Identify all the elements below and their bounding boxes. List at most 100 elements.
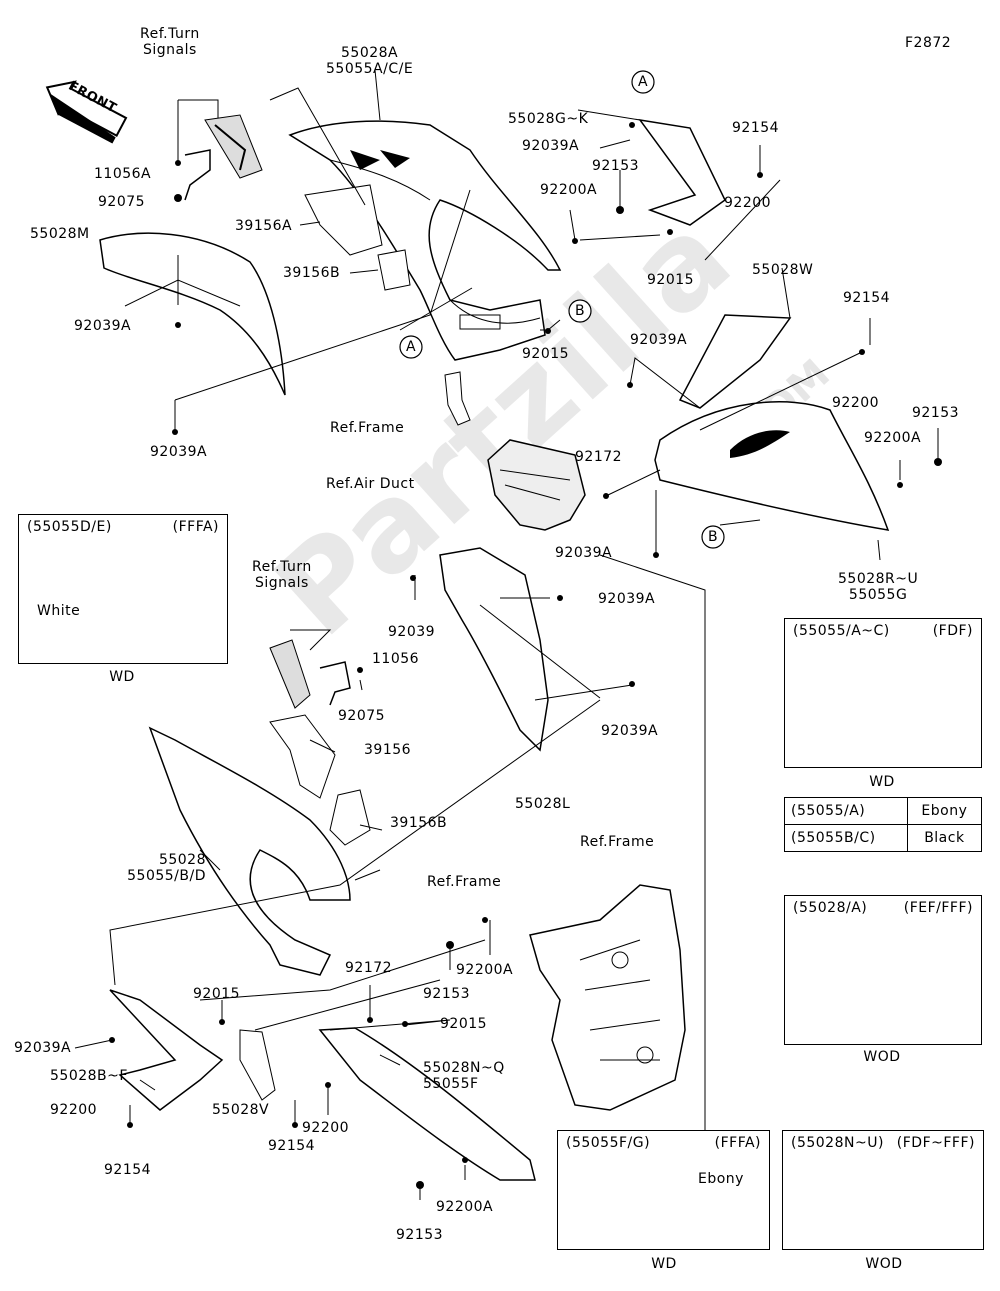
part-92039a: 92039A xyxy=(630,332,688,348)
color-table: (55055/A)Ebony (55055B/C)Black xyxy=(784,797,983,852)
inset-color-code: (FDF) xyxy=(932,623,973,639)
inner-cover-39156 xyxy=(269,714,336,799)
panel-55028bf xyxy=(109,989,224,1111)
inset-caption: WOD xyxy=(863,1049,901,1065)
part-92153: 92153 xyxy=(592,158,640,174)
part-92039a: 92039A xyxy=(522,138,580,154)
inner-cover-39156b xyxy=(377,249,411,291)
part-92154: 92154 xyxy=(104,1162,152,1178)
part-55028: 55028 55055/B/D xyxy=(127,852,206,884)
part-92172: 92172 xyxy=(575,449,623,465)
panel-55028w xyxy=(678,314,792,409)
inset-color-code: (FFFA) xyxy=(172,519,219,535)
inner-cover-39156a xyxy=(304,184,383,256)
part-55028l: 55028L xyxy=(515,796,571,812)
part-92015: 92015 xyxy=(647,272,695,288)
part-92200: 92200 xyxy=(50,1102,98,1118)
part-55028w: 55028W xyxy=(752,262,814,278)
part-92039a: 92039A xyxy=(598,591,656,607)
frame-part xyxy=(529,884,686,1111)
inset-model: (55055D/E) xyxy=(27,519,112,535)
inset-color-code: (FFFA) xyxy=(714,1135,761,1151)
part-92039: 92039 xyxy=(388,624,436,640)
upper-cowl-part xyxy=(288,120,562,361)
leader-lines xyxy=(74,69,939,1200)
panel-55028ru xyxy=(654,401,890,531)
inset-model: (55055F/G) xyxy=(566,1135,651,1151)
belly-pan-55028nq xyxy=(318,1027,536,1181)
front-arrow-icon xyxy=(45,80,128,144)
inset-note: Ebony xyxy=(698,1171,744,1187)
panel-55028l xyxy=(439,547,549,752)
ref-air-duct-label: Ref.Air Duct xyxy=(326,476,415,492)
part-92039a: 92039A xyxy=(601,723,659,739)
part-55028m: 55028M xyxy=(30,226,90,242)
part-55028v: 55028V xyxy=(212,1102,270,1118)
inner-cover-39156b-lower xyxy=(329,789,371,846)
inset-model: (55055/A~C) xyxy=(793,623,890,639)
circle-ref-b: B xyxy=(574,303,586,319)
inset-model: (55028N~U) xyxy=(791,1135,884,1151)
inset-caption: WOD xyxy=(865,1256,903,1272)
part-92039a: 92039A xyxy=(74,318,132,334)
air-duct-part xyxy=(487,439,586,531)
table-row: (55055/A)Ebony xyxy=(784,797,983,825)
inset-caption: WD xyxy=(651,1256,677,1272)
part-92154: 92154 xyxy=(268,1138,316,1154)
part-92200a: 92200A xyxy=(540,182,598,198)
ref-frame-label: Ref.Frame xyxy=(427,874,502,890)
part-39156b: 39156B xyxy=(390,815,448,831)
inset-55028nu: (55028N~U) (FDF~FFF) xyxy=(782,1130,984,1250)
part-92154: 92154 xyxy=(843,290,891,306)
part-92200a: 92200A xyxy=(456,962,514,978)
inset-55055fg: (55055F/G) (FFFA) Ebony xyxy=(557,1130,770,1250)
part-92015: 92015 xyxy=(440,1016,488,1032)
part-92172: 92172 xyxy=(345,960,393,976)
part-92154: 92154 xyxy=(732,120,780,136)
part-11056a: 11056A xyxy=(94,166,152,182)
part-92200: 92200 xyxy=(724,195,772,211)
turn-signal-part xyxy=(204,114,263,179)
ref-frame-label: Ref.Frame xyxy=(330,420,405,436)
part-55028gk: 55028G~K xyxy=(508,111,589,127)
part-39156: 39156 xyxy=(364,742,412,758)
ref-turn-signals-label: Ref.Turn Signals xyxy=(140,26,200,58)
part-39156b: 39156B xyxy=(283,265,341,281)
part-55028nq: 55028N~Q 55055F xyxy=(423,1060,505,1092)
part-92075: 92075 xyxy=(338,708,386,724)
circle-ref-b: B xyxy=(707,529,719,545)
part-55028bf: 55028B~F xyxy=(50,1068,128,1084)
inset-color-code: (FEF/FFF) xyxy=(903,900,973,916)
part-92075: 92075 xyxy=(98,194,146,210)
part-39156a: 39156A xyxy=(235,218,293,234)
part-92015: 92015 xyxy=(522,346,570,362)
inset-55028a: (55028/A) (FEF/FFF) xyxy=(784,895,982,1045)
inset-55055ac: (55055/A~C) (FDF) xyxy=(784,618,982,768)
part-92153: 92153 xyxy=(423,986,471,1002)
table-row: (55055B/C)Black xyxy=(784,824,983,852)
inset-model: (55028/A) xyxy=(793,900,868,916)
part-92200: 92200 xyxy=(302,1120,350,1136)
inset-color-code: (FDF~FFF) xyxy=(896,1135,975,1151)
circle-ref-a: A xyxy=(637,74,649,90)
ref-turn-signals-label: Ref.Turn Signals xyxy=(252,559,312,591)
part-55028a: 55028A 55055A/C/E xyxy=(326,45,414,77)
part-92039a: 92039A xyxy=(150,444,208,460)
part-11056: 11056 xyxy=(372,651,420,667)
part-92039a: 92039A xyxy=(14,1040,72,1056)
lower-cowl-55028 xyxy=(148,726,351,976)
part-92153: 92153 xyxy=(912,405,960,421)
panel-55028v xyxy=(239,1029,276,1101)
part-92153: 92153 xyxy=(396,1227,444,1243)
inset-55055de: (55055D/E) (FFFA) White xyxy=(18,514,228,664)
part-92039a: 92039A xyxy=(555,545,613,561)
inset-caption: WD xyxy=(869,774,895,790)
fasteners xyxy=(109,122,942,1189)
panel-55028gk xyxy=(638,118,726,226)
circle-ref-a: A xyxy=(405,339,417,355)
inset-note: White xyxy=(37,603,81,619)
part-92200: 92200 xyxy=(832,395,880,411)
part-92200a: 92200A xyxy=(436,1199,494,1215)
part-92015: 92015 xyxy=(193,986,241,1002)
